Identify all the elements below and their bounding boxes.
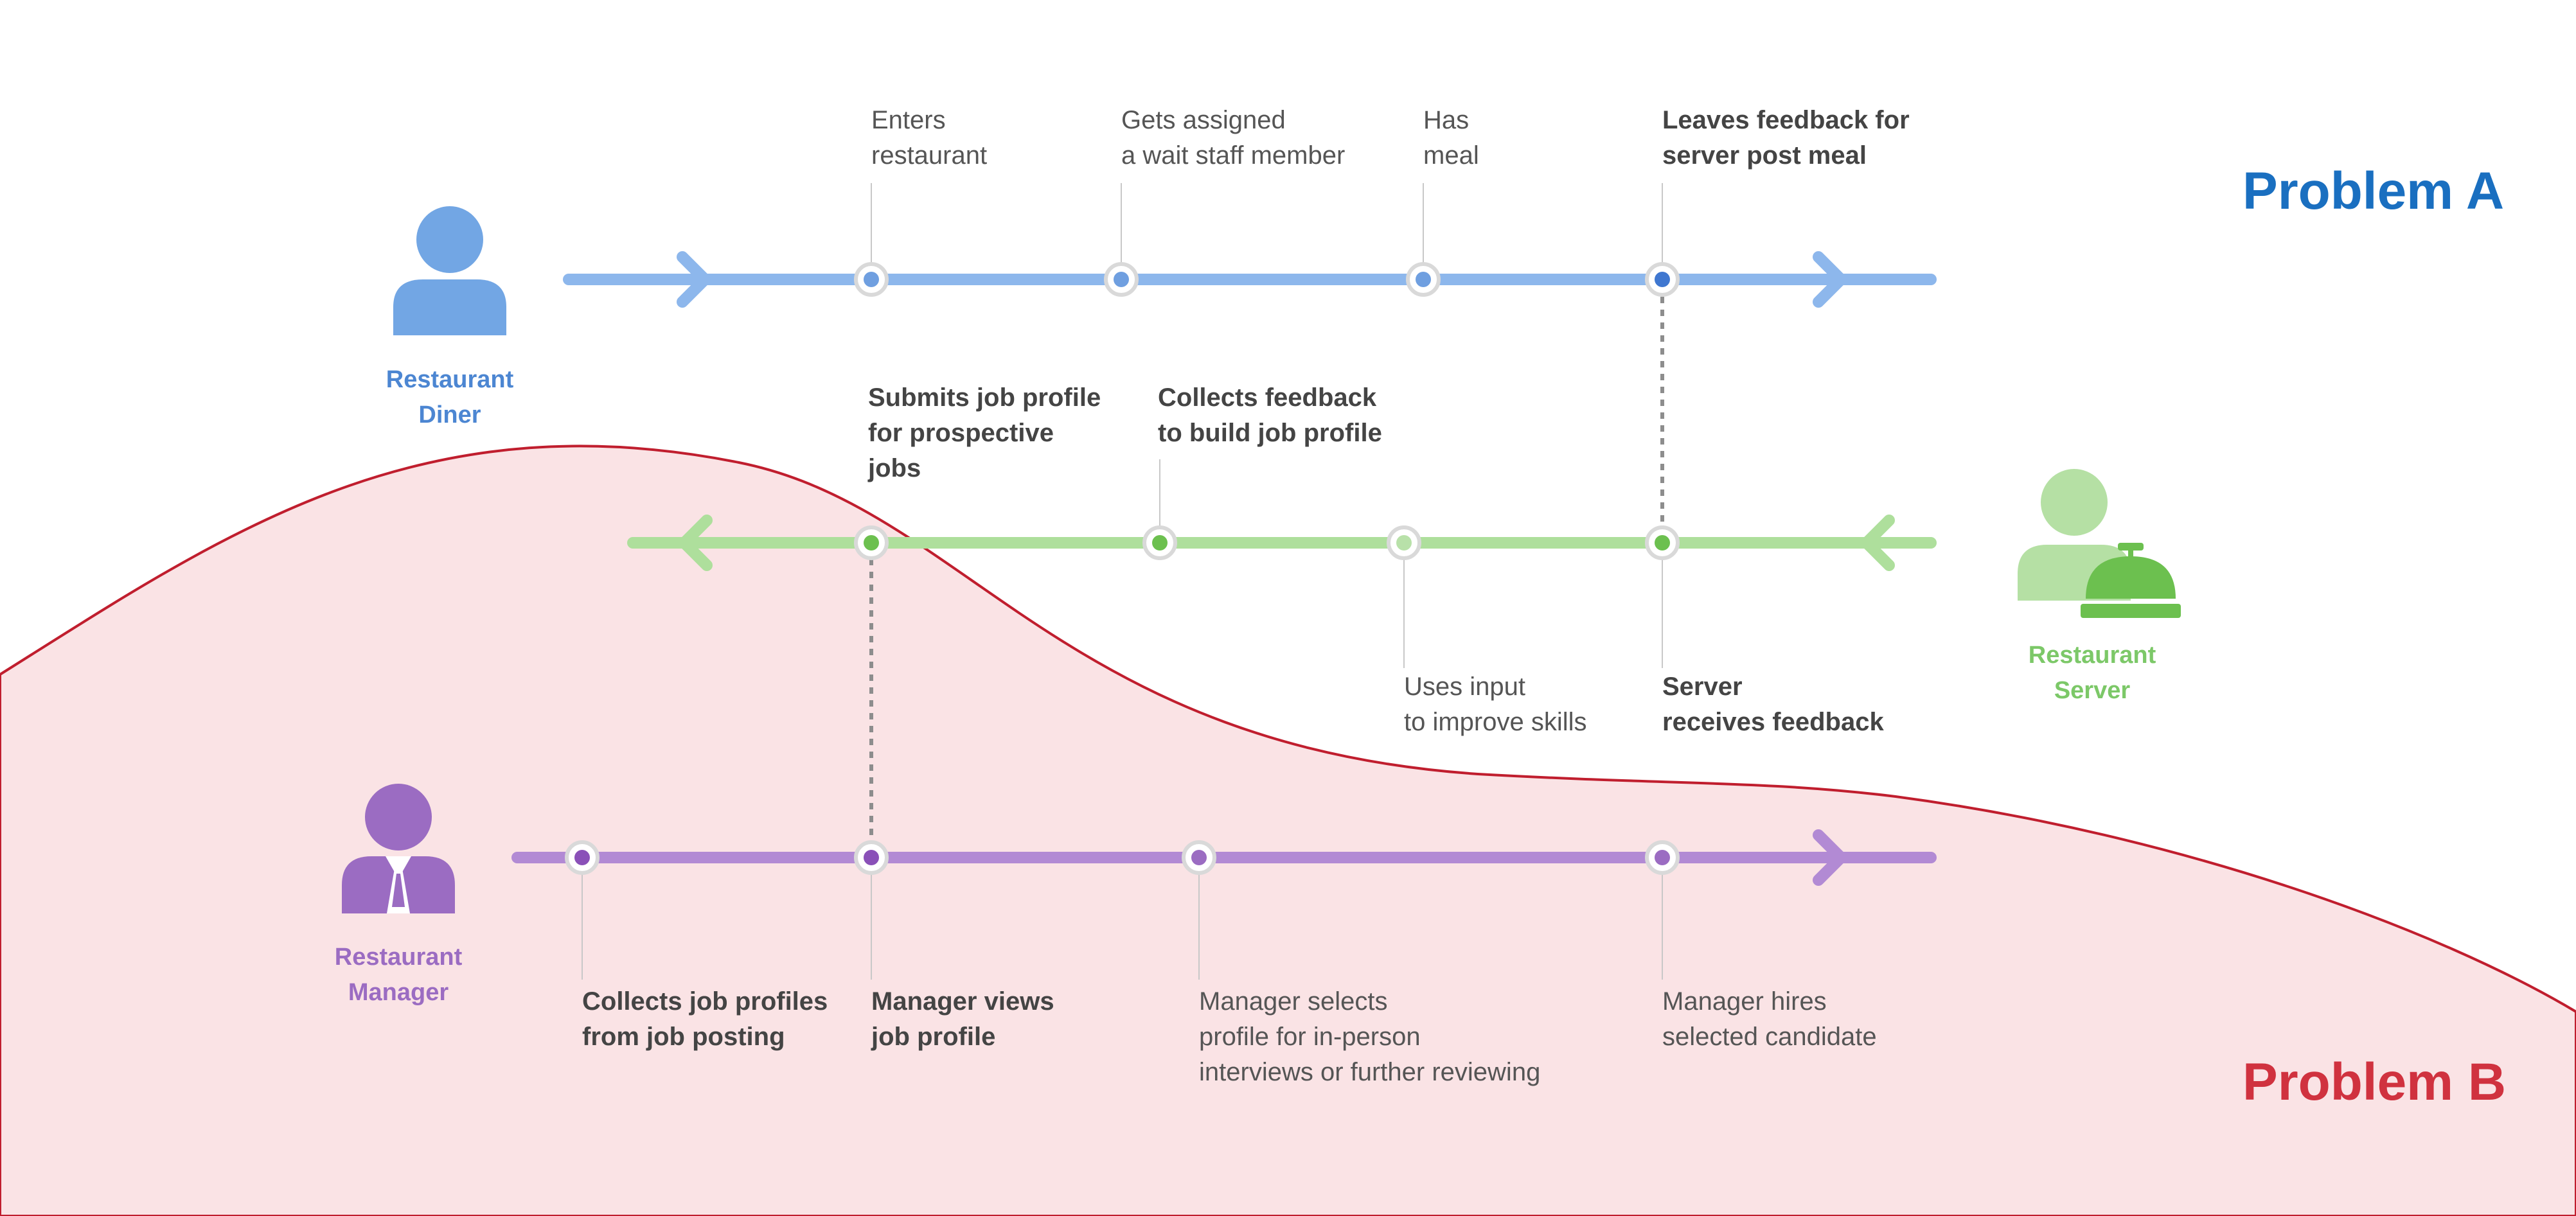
diner-step-3-line1: Has (1423, 106, 1469, 134)
manager-step-2: Manager views job profile (854, 840, 1054, 1051)
diner-step-3-line2: meal (1423, 141, 1479, 170)
manager-step-1-line1: Collects job profiles (582, 987, 828, 1016)
server-step-2-line2: to build job profile (1158, 419, 1382, 447)
problem-a-title: Problem A (2243, 162, 2504, 220)
diner-step-1-line1: Enters (871, 106, 946, 134)
server-step-2-line1: Collects feedback (1158, 383, 1377, 412)
server-step-3-line1: Uses input (1404, 673, 1525, 701)
diner-step-3: Has meal (1406, 106, 1479, 297)
server-step-4-line2: receives feedback (1662, 708, 1884, 736)
diner-step-1: Enters restaurant (854, 106, 987, 297)
manager-label-line2: Manager (348, 979, 449, 1006)
service-bell-icon (2018, 469, 2181, 618)
server-arrow-chevron-icon (1861, 515, 1895, 571)
manager-step-4-line1: Manager hires (1662, 987, 1827, 1016)
server-arrow-chevron-icon (679, 515, 713, 571)
server-step-1-line2: for prospective (868, 419, 1054, 447)
problem-b-title: Problem B (2243, 1053, 2506, 1111)
diner-step-4-line1: Leaves feedback for (1662, 106, 1910, 134)
server-step-2: Collects feedback to build job profile (1142, 383, 1382, 560)
diner-arrow-chevron-icon (1813, 251, 1847, 308)
server-label-line1: Restaurant (2029, 642, 2156, 669)
diner-arrow-chevron-icon (677, 251, 711, 308)
problem-b-region (0, 445, 2576, 1216)
server-step-1: Submits job profile for prospective jobs (854, 383, 1101, 560)
manager-step-4-line2: selected candidate (1662, 1023, 1877, 1051)
manager-step-3-line1: Manager selects (1199, 987, 1387, 1016)
manager-label-line1: Restaurant (335, 944, 463, 971)
manager-step-1-line2: from job posting (582, 1023, 785, 1051)
server-step-4: Server receives feedback (1645, 525, 1884, 736)
diner-step-2: Gets assigned a wait staff member (1104, 106, 1345, 297)
manager-step-4: Manager hires selected candidate (1645, 840, 1877, 1051)
manager-arrow-chevron-icon (1813, 829, 1847, 886)
diner-label-line1: Restaurant (386, 366, 514, 393)
manager-step-1: Collects job profiles from job posting (565, 840, 828, 1051)
manager-step-3-line2: profile for in-person (1199, 1023, 1421, 1051)
diner-step-1-line2: restaurant (871, 141, 987, 170)
server-step-3-line2: to improve skills (1404, 708, 1587, 736)
manager-tie-icon (342, 784, 455, 913)
server-label-line2: Server (2054, 677, 2131, 704)
server-step-1-line3: jobs (867, 454, 921, 482)
manager-step-2-line2: job profile (871, 1023, 995, 1051)
manager-step-3: Manager selects profile for in-person inte… (1182, 840, 1540, 1086)
diner-step-4: Leaves feedback for server post meal (1645, 106, 1910, 297)
diner-step-4-line2: server post meal (1662, 141, 1867, 170)
diner-step-2-line2: a wait staff member (1121, 141, 1345, 170)
server-step-1-line1: Submits job profile (868, 383, 1101, 412)
server-step-3: Uses input to improve skills (1387, 525, 1587, 736)
manager-timeline: Collects job profiles from job posting Ma… (511, 829, 1937, 1086)
diner-step-2-line1: Gets assigned (1121, 106, 1286, 134)
manager-step-2-line1: Manager views (871, 987, 1054, 1016)
diner-timeline: Enters restaurant Gets assigned a wait sta… (563, 106, 1937, 308)
diner-label-line2: Diner (418, 401, 481, 428)
manager-step-3-line3: interviews or further reviewing (1199, 1058, 1540, 1086)
person-icon (393, 206, 506, 335)
server-step-4-line1: Server (1662, 673, 1743, 701)
server-timeline: Submits job profile for prospective jobs C… (627, 383, 1937, 736)
